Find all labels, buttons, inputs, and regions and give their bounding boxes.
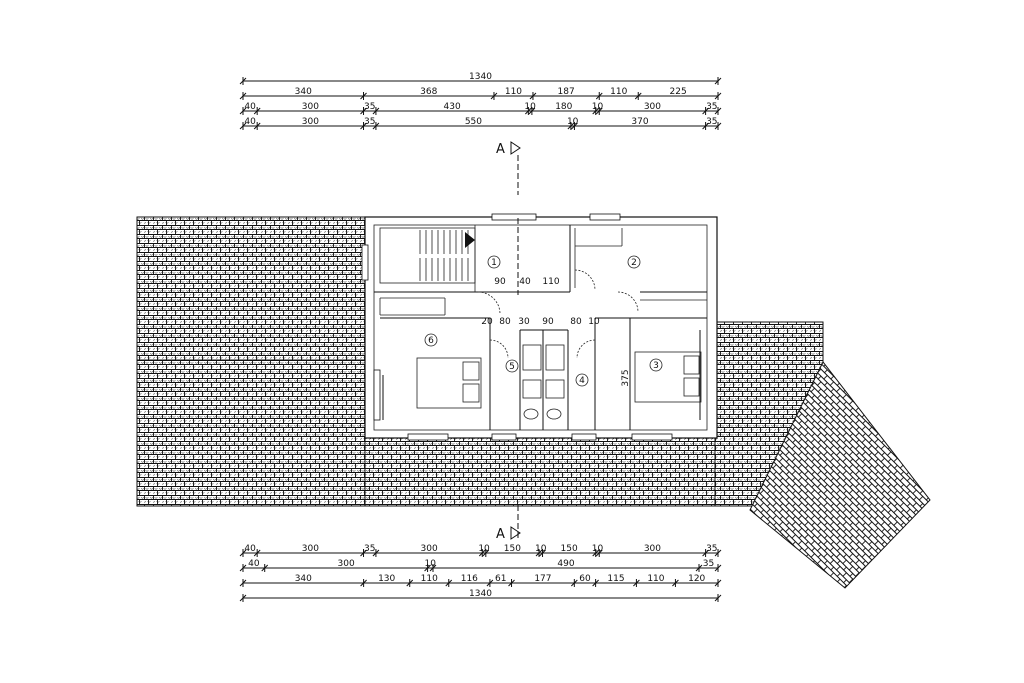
svg-text:3: 3 — [653, 361, 659, 371]
bottom-dimension-value: 10 — [478, 544, 490, 554]
top-dimension-value: 300 — [302, 117, 319, 127]
interior-dim: 40 — [519, 277, 531, 287]
svg-text:6: 6 — [428, 336, 434, 346]
top-dimension-value: 35 — [706, 117, 717, 127]
top-dimension-value: 10 — [524, 102, 536, 112]
bottom-dimension-value: 110 — [647, 574, 664, 584]
roof-tiles — [136, 216, 931, 589]
bottom-dimension-value: 60 — [579, 574, 591, 584]
bottom-dimension-value: 116 — [461, 574, 478, 584]
room-4: 4 — [575, 373, 589, 387]
interior-dim: 90 — [494, 277, 506, 287]
section-mark-top: A — [496, 142, 505, 157]
bottom-dimension-value: 40 — [248, 559, 260, 569]
bottom-dimension-value: 10 — [592, 544, 604, 554]
top-dimension-value: 300 — [644, 102, 661, 112]
room-1: 1 — [487, 255, 501, 269]
section-mark-bottom: A — [496, 527, 505, 542]
building-walls — [361, 213, 718, 441]
top-dimension-value: 340 — [295, 87, 312, 97]
interior-dim: 375 — [621, 369, 631, 386]
bottom-dimension-value: 10 — [425, 559, 437, 569]
interior-dim: 30 — [518, 317, 530, 327]
top-dimension-value: 368 — [420, 87, 437, 97]
interior-dim: 80 — [570, 317, 582, 327]
section-line: A A — [496, 141, 521, 542]
room-3: 3 — [649, 358, 663, 372]
dimension-chain-top: 1340 340 368 110 187 110 225 40 300 35 430 10 180 10 3… — [239, 72, 722, 130]
bottom-dimension-value: 490 — [557, 559, 574, 569]
room-2: 2 — [627, 255, 641, 269]
top-dimension-value: 35 — [364, 102, 375, 112]
bottom-dimension-value: 300 — [302, 544, 319, 554]
interior-dim: 110 — [542, 277, 559, 287]
room-labels: 1 2 3 4 5 6 — [424, 255, 663, 387]
svg-text:1: 1 — [491, 258, 497, 268]
bottom-dimension-value: 35 — [706, 544, 717, 554]
room-5: 5 — [505, 359, 519, 373]
top-dimension-value: 10 — [592, 102, 604, 112]
top-dimension-value: 35 — [706, 102, 717, 112]
top-dimension-value: 110 — [610, 87, 627, 97]
bottom-dimension-value: 130 — [378, 574, 395, 584]
top-dimension-value: 110 — [505, 87, 522, 97]
top-dimension-value: 300 — [302, 102, 319, 112]
top-dimension-value: 370 — [631, 117, 648, 127]
bottom-dimension-value: 1340 — [469, 589, 492, 599]
bottom-dimension-value: 150 — [504, 544, 521, 554]
top-dimension-value: 430 — [444, 102, 461, 112]
bottom-dimension-value: 300 — [421, 544, 438, 554]
interior-dim: 80 — [499, 317, 511, 327]
bottom-dimension-value: 300 — [644, 544, 661, 554]
top-dimension-value: 187 — [558, 87, 575, 97]
bottom-dimension-value: 61 — [495, 574, 506, 584]
svg-text:4: 4 — [579, 376, 585, 386]
room-6: 6 — [424, 333, 438, 347]
interior-dim: 90 — [542, 317, 554, 327]
bottom-dimension-value: 120 — [688, 574, 705, 584]
top-dimension-value: 35 — [364, 117, 375, 127]
bottom-dimension-value: 177 — [534, 574, 551, 584]
bottom-dimension-value: 340 — [295, 574, 312, 584]
top-dimension-value: 10 — [567, 117, 579, 127]
top-dimension-value: 550 — [465, 117, 482, 127]
bottom-dimension-value: 150 — [561, 544, 578, 554]
interior-dimensions: 90 40 110 90 80 10 20 80 30 375 — [481, 277, 631, 387]
top-dimension-value: 180 — [555, 102, 572, 112]
interior-dim: 20 — [481, 317, 493, 327]
top-dimension-value: 225 — [670, 87, 687, 97]
interior-dim: 10 — [588, 317, 600, 327]
top-dimension-value: 1340 — [469, 72, 492, 82]
bottom-dimension-value: 110 — [421, 574, 438, 584]
dimension-chain-bottom: 40 300 35 300 10 150 10 150 10 300 35 40 300 10 490 35 3… — [239, 544, 722, 602]
bottom-dimension-value: 35 — [703, 559, 714, 569]
top-dimension-value: 40 — [244, 102, 256, 112]
svg-text:5: 5 — [509, 362, 515, 372]
top-dimension-value: 40 — [244, 117, 256, 127]
bottom-dimension-value: 40 — [244, 544, 256, 554]
bottom-dimension-value: 115 — [607, 574, 624, 584]
svg-text:2: 2 — [631, 258, 637, 268]
bottom-dimension-value: 10 — [535, 544, 547, 554]
bottom-dimension-value: 35 — [364, 544, 375, 554]
bottom-dimension-value: 300 — [338, 559, 355, 569]
